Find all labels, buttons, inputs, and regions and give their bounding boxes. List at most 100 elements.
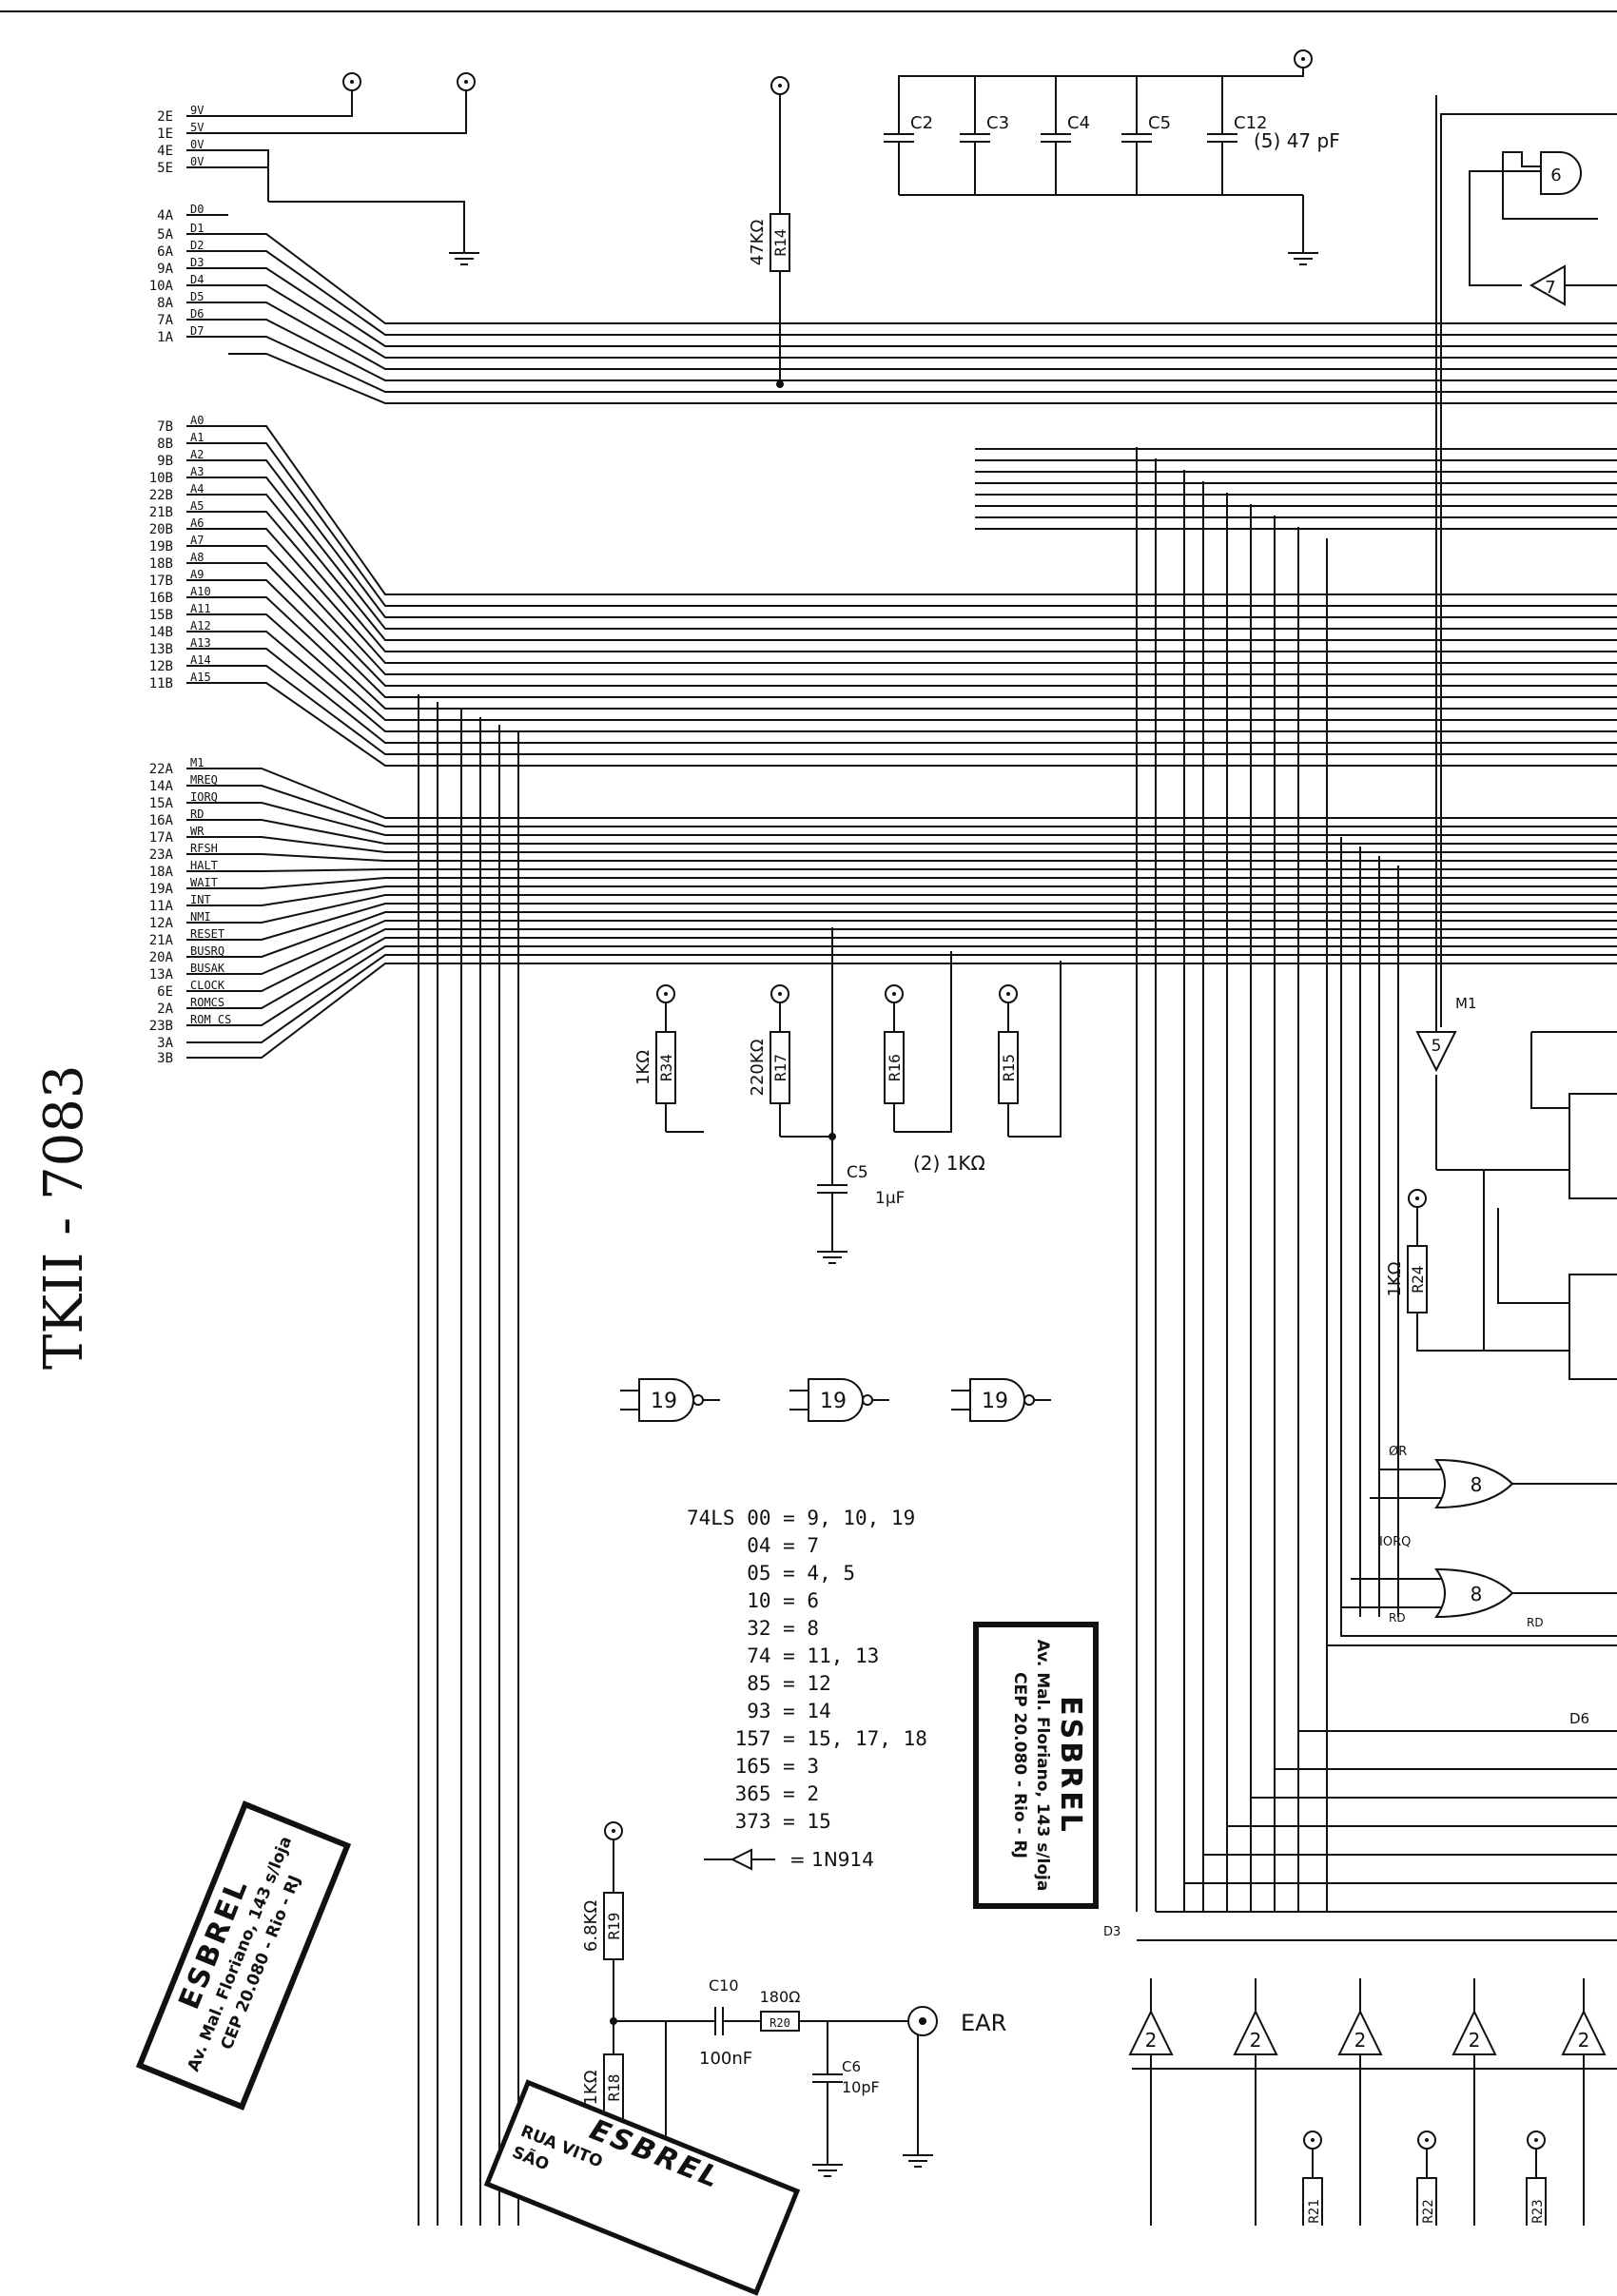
wire-9v (228, 90, 353, 117)
c5b-ref: C5 (847, 1163, 868, 1182)
resistor-r14-value: 47KΩ (748, 220, 768, 266)
pin-num: 23B (149, 1019, 173, 1034)
address-bus-line (228, 562, 1617, 687)
pin-num: 16A (149, 813, 174, 828)
resistor-r19-ref: R19 (605, 1913, 623, 1940)
resistor-r24-ref: R24 (1409, 1266, 1427, 1294)
resistor-r24-value: 1KΩ (1385, 1261, 1405, 1296)
pin-signal: IORQ (190, 790, 218, 804)
control-bus-line (228, 819, 1617, 845)
pin-signal: D5 (190, 290, 204, 303)
address-bus-line (228, 545, 1617, 675)
terminal-cap-bank-center (1301, 57, 1305, 61)
pin-num: 2A (157, 1002, 173, 1017)
ic-table-row: 157 = 15, 17, 18 (687, 1727, 927, 1750)
ff-d-wire (1530, 1032, 1569, 1109)
c10-value: 100nF (699, 2049, 752, 2069)
iorq-label: IORQ (1379, 1535, 1411, 1549)
cap-bank-label: C2 (910, 113, 933, 133)
pin-num: 9A (157, 262, 173, 277)
resistor-r17-terminal-center (778, 992, 782, 996)
resistor-r15-terminal-center (1006, 992, 1010, 996)
r14-dot (776, 380, 784, 388)
pin-signal: WR (190, 825, 205, 838)
terminal-r19-center (612, 1829, 615, 1833)
pin-num: 21A (149, 933, 174, 948)
pin-num: 14B (149, 625, 173, 640)
pin-signal: A5 (190, 499, 204, 513)
address-bus-line (228, 631, 1617, 732)
pin-signal: HALT (190, 859, 218, 872)
nand-19c-label: 19 (982, 1390, 1008, 1413)
resistor-bottom (1416, 2177, 1437, 2226)
control-bus-line (228, 802, 1617, 836)
pin-signal: A14 (190, 653, 211, 667)
control-bus-line (228, 853, 1617, 862)
pin-num: 3A (157, 1036, 173, 1051)
ic-table-row: 32 = 8 (687, 1617, 820, 1640)
pin-signal: A10 (190, 585, 211, 598)
pin-num: 8B (157, 437, 173, 452)
data-bus-line (228, 336, 1617, 393)
pin-signal: A8 (190, 551, 204, 564)
ic-table-row: 05 = 4, 5 (687, 1562, 856, 1585)
r15-to-bus (1008, 961, 1062, 1138)
address-bus-line (228, 442, 1617, 607)
or-gate-8b (1434, 1567, 1514, 1619)
wire-5v (228, 90, 467, 134)
pin-signal: D0 (190, 203, 204, 216)
pin-signal: A11 (190, 602, 211, 615)
ic-table-row: 74 = 11, 13 (687, 1644, 880, 1667)
or-gate-8a-label: 8 (1471, 1473, 1483, 1496)
pin-num: 12B (149, 659, 173, 674)
cap-bank-label: C5 (1148, 113, 1171, 133)
pin-signal: A13 (190, 636, 211, 650)
pin-num: 10A (149, 279, 174, 294)
control-bus-line (228, 911, 1617, 958)
tristate-buffer-label: 2 (1250, 2029, 1262, 2052)
data-bus-line (228, 250, 1617, 336)
r15-note: (2) 1KΩ (913, 1152, 985, 1175)
pin-signal: A2 (190, 448, 204, 461)
pin-num: 18A (149, 865, 174, 880)
pin-num: 13B (149, 642, 173, 657)
pin-num: 20B (149, 522, 173, 537)
r16-to-bus (894, 951, 952, 1133)
pin-signal: D1 (190, 222, 204, 235)
pin-signal: D2 (190, 239, 204, 252)
terminal-9v-center (350, 80, 354, 84)
wire-gnd (268, 201, 465, 238)
pin-num: 18B (149, 556, 173, 572)
nand-19b-label: 19 (820, 1390, 847, 1413)
ic-table-row: 373 = 15 (687, 1810, 831, 1833)
gate-6 (1540, 151, 1582, 195)
bottom-res-ref: R23 (1530, 2199, 1546, 2223)
pin-signal: A9 (190, 568, 204, 581)
pin-signal: BUSAK (190, 962, 225, 975)
pin-signal: D6 (190, 307, 204, 321)
data-bus-line (228, 233, 1617, 324)
diode-symbol (730, 1848, 752, 1871)
ic-table-row: 93 = 14 (687, 1700, 831, 1722)
cap-bank-top (898, 68, 1304, 90)
ic-table-row: 165 = 3 (687, 1755, 820, 1778)
pin-num: 11B (149, 676, 173, 691)
pin-num: 4E (157, 144, 173, 159)
r20-ref: R20 (770, 2016, 790, 2030)
pin-num: 1E (157, 126, 173, 142)
tristate-buffer-label: 2 (1145, 2029, 1158, 2052)
control-bus-line (228, 920, 1617, 975)
pin-signal: CLOCK (190, 979, 225, 992)
pin-num: 7B (157, 419, 173, 435)
control-bus-line (228, 903, 1617, 941)
pin-signal: NMI (190, 910, 211, 924)
pin-signal: M1 (190, 756, 204, 769)
control-bus-line (228, 937, 1617, 1009)
pin-num: 4A (157, 208, 173, 224)
or-gate-8b-label: 8 (1471, 1583, 1483, 1605)
pin-signal: A6 (190, 516, 204, 530)
data-bus-line (228, 319, 1617, 381)
inverter-7-wire (1469, 170, 1541, 286)
pin-num: 5E (157, 161, 173, 176)
